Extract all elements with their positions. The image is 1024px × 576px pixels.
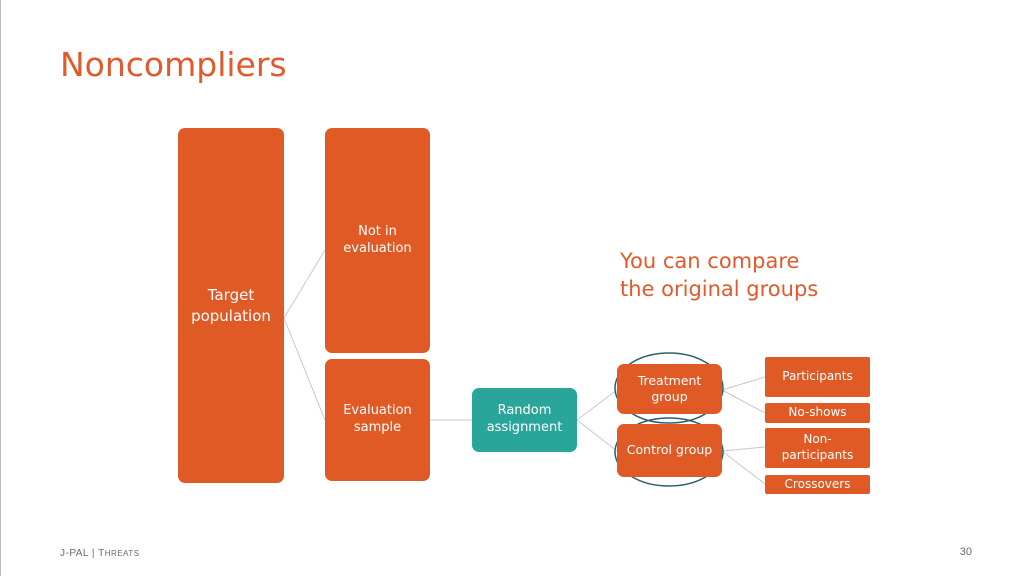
connector-treatment-to-participants bbox=[721, 376, 766, 391]
connector-control-to-crossovers bbox=[721, 450, 766, 485]
left-edge-rule bbox=[0, 0, 1, 576]
connector-control-to-nonparticipants bbox=[721, 446, 766, 452]
footer-separator: | bbox=[91, 548, 96, 559]
footer-section-initial: T bbox=[98, 548, 105, 559]
random-assignment-box: Random assignment bbox=[472, 388, 577, 452]
not-in-evaluation-box: Not in evaluation bbox=[325, 128, 430, 353]
page-number: 30 bbox=[959, 546, 972, 558]
evaluation-sample-box: Evaluation sample bbox=[325, 359, 430, 481]
slide-footer: J-PAL | THREATS bbox=[60, 548, 140, 559]
connector-random-to-treatment bbox=[576, 389, 618, 421]
connector-target-to-not-in-eval bbox=[283, 249, 326, 319]
treatment-group-ellipse bbox=[614, 352, 724, 424]
footer-section-rest: HREATS bbox=[104, 549, 140, 558]
annotation-text: You can compare the original groups bbox=[620, 249, 819, 301]
crossovers-box: Crossovers bbox=[765, 475, 870, 494]
control-group-ellipse bbox=[614, 417, 724, 487]
participants-box: Participants bbox=[765, 357, 870, 397]
slide-title: Noncompliers bbox=[60, 45, 287, 84]
control-group-box: Control group bbox=[617, 424, 722, 477]
connector-random-to-control bbox=[576, 419, 618, 452]
non-participants-box: Non-participants bbox=[765, 428, 870, 468]
connector-target-to-eval-sample bbox=[283, 317, 326, 421]
connector-treatment-to-noshows bbox=[721, 389, 766, 414]
target-population-box: Target population bbox=[178, 128, 284, 483]
no-shows-box: No-shows bbox=[765, 403, 870, 423]
footer-org: J-PAL bbox=[60, 548, 89, 559]
treatment-group-box: Treatment group bbox=[617, 364, 722, 414]
